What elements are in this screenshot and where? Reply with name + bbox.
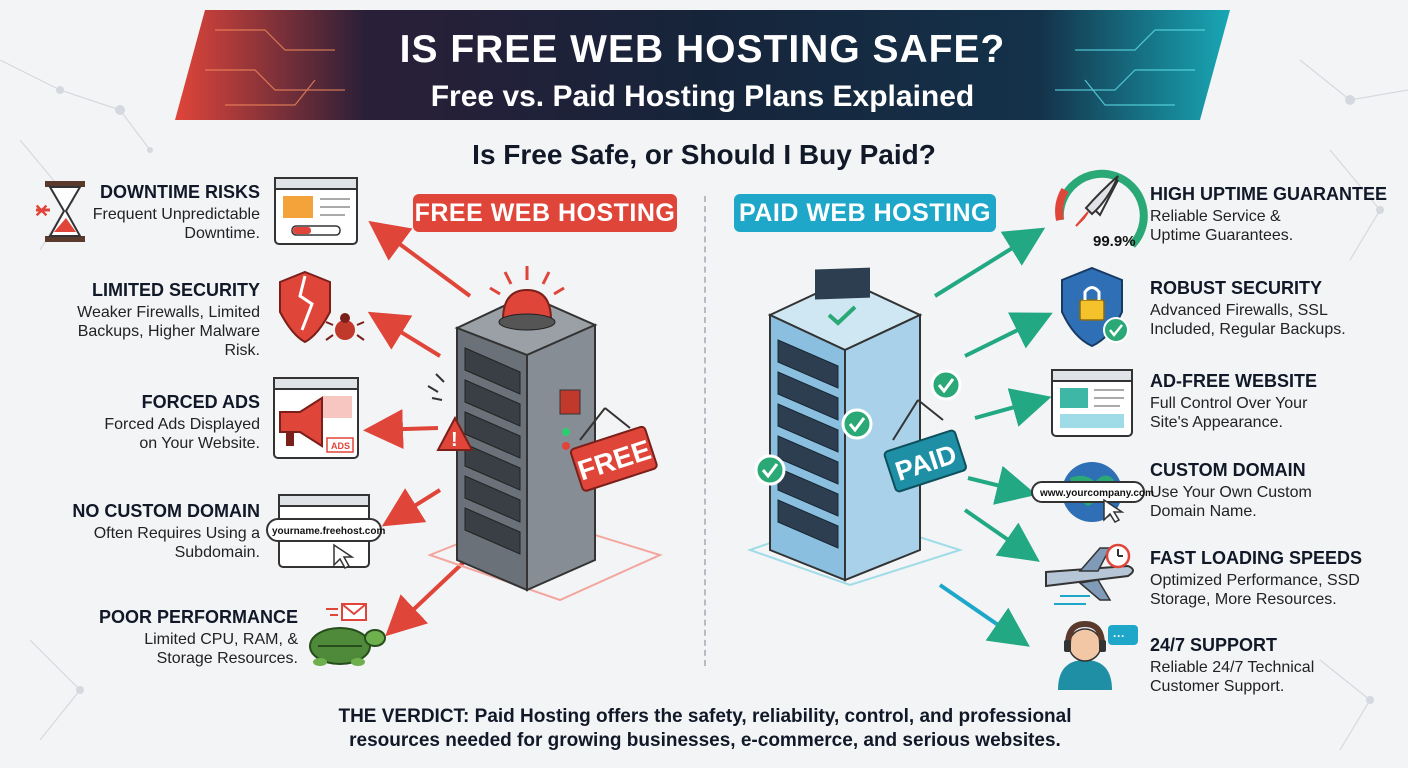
broken-shield-icon (279, 270, 365, 344)
browser-error-icon (274, 177, 358, 245)
svg-text:www.yourcompany.com: www.yourcompany.com (1039, 488, 1154, 499)
item-title: HIGH UPTIME GUARANTEE (1150, 184, 1388, 204)
free-hosting-label: FREE WEB HOSTING (413, 194, 677, 232)
free-server-illustration: ! FREE (427, 266, 663, 602)
globe-icon: www.yourcompany.com (1031, 462, 1154, 523)
jet-icon (1045, 543, 1134, 605)
headset-icon: ··· (1058, 620, 1138, 690)
svg-text:yourname.freehost.com: yourname.freehost.com (272, 526, 385, 537)
check-badge-icon (754, 369, 962, 486)
clean-browser-icon (1051, 369, 1133, 437)
svg-text:99.9%: 99.9% (1093, 233, 1136, 250)
shield-lock-icon (1061, 266, 1129, 348)
free-item-performance: POOR PERFORMANCE Limited CPU, RAM, &Stor… (58, 607, 298, 668)
item-title: POOR PERFORMANCE (98, 607, 298, 627)
paid-item-speed: FAST LOADING SPEEDS Optimized Performanc… (1150, 548, 1400, 609)
svg-text:✕: ✕ (34, 201, 49, 221)
item-desc: Reliable Service &Uptime Guarantees. (1150, 208, 1294, 244)
item-title: NO CUSTOM DOMAIN (72, 501, 260, 521)
svg-text:ADS: ADS (331, 441, 350, 451)
turtle-icon (309, 603, 386, 666)
item-title: AD-FREE WEBSITE (1150, 371, 1318, 391)
item-title: CUSTOM DOMAIN (1150, 460, 1306, 480)
item-title: 24/7 SUPPORT (1150, 635, 1278, 655)
free-item-security: LIMITED SECURITY Weaker Firewalls, Limit… (20, 280, 260, 360)
paid-hosting-label: PAID WEB HOSTING (734, 194, 996, 232)
item-desc: Limited CPU, RAM, &Storage Resources. (144, 631, 298, 667)
page-title: IS FREE WEB HOSTING SAFE? (399, 28, 1006, 71)
rocket-icon: 99.9% (1055, 169, 1148, 250)
item-title: FAST LOADING SPEEDS (1150, 548, 1363, 568)
hourglass-icon: ✕ (34, 181, 85, 242)
free-arrows (363, 220, 472, 637)
paid-arrows (933, 227, 1053, 647)
page-subtitle: Free vs. Paid Hosting Plans Explained (430, 80, 975, 113)
item-title: ROBUST SECURITY (1150, 278, 1323, 298)
item-title: LIMITED SECURITY (91, 280, 260, 300)
question-heading: Is Free Safe, or Should I Buy Paid? (472, 139, 936, 170)
item-title: DOWNTIME RISKS (100, 182, 260, 202)
header-banner: IS FREE WEB HOSTING SAFE? Free vs. Paid … (175, 10, 1230, 120)
svg-text:!: ! (451, 429, 458, 451)
svg-text:···: ··· (1113, 629, 1125, 643)
banner-background (175, 10, 1230, 120)
paid-item-uptime: HIGH UPTIME GUARANTEE Reliable Service &… (1150, 184, 1400, 245)
center-divider (704, 196, 706, 666)
verdict-text: THE VERDICT: Paid Hosting offers the saf… (338, 706, 1072, 751)
megaphone-icon: ADS (273, 377, 359, 459)
subdomain-icon: yourname.freehost.com (266, 494, 385, 569)
item-title: FORCED ADS (141, 392, 260, 412)
paid-server-illustration: PAID (746, 267, 967, 587)
